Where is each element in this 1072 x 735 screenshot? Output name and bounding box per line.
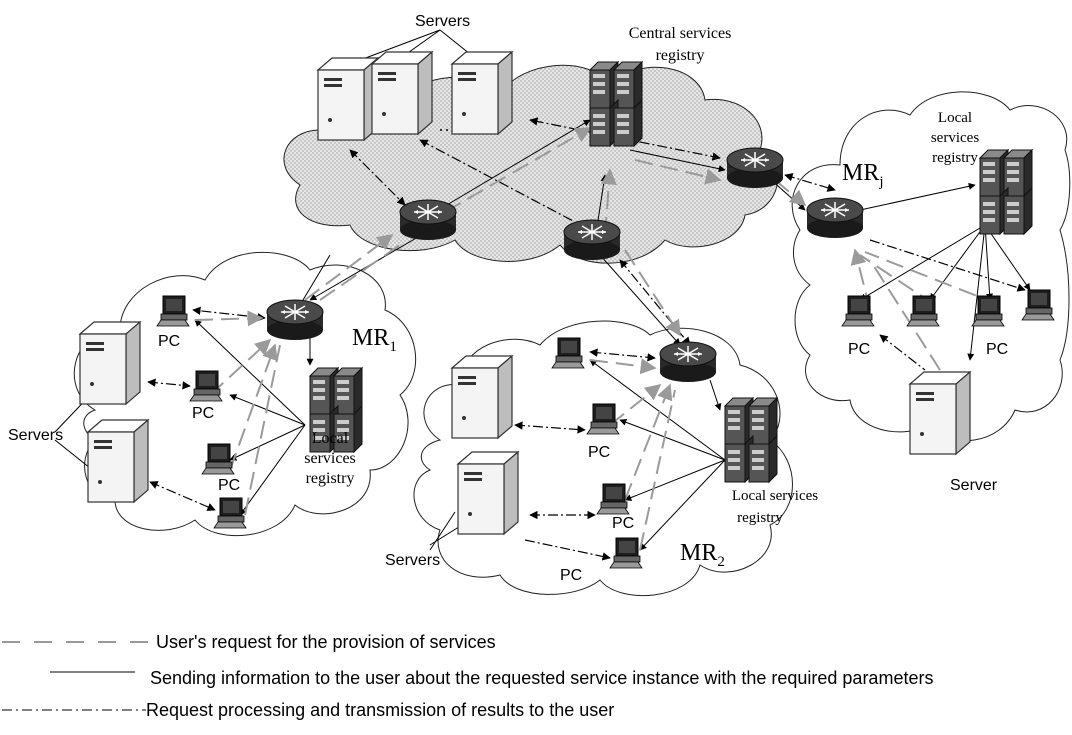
legend-processing-text: Request processing and transmission of r… [146,699,615,720]
pc-label: PC [158,333,180,350]
legend-request: User's request for the provision of serv… [0,630,496,654]
server-mr1-1 [79,321,141,405]
local-registry-left-label-1: Local [312,430,349,447]
legend-sending-swatch [50,671,135,673]
legend: User's request for the provision of serv… [0,620,1072,730]
legend-processing: Request processing and transmission of r… [0,698,614,722]
pc-label: PC [560,567,582,584]
central-registry-label-1: Central services [629,25,732,42]
router-central-left [399,199,457,241]
local-registry-right-label-3: registry [932,150,978,166]
local-registry-mid-label-1: Local services [732,488,818,504]
server-mr2-1 [451,355,513,439]
mr-j-label: MRj [842,160,884,190]
router-mrj [806,197,864,239]
mr-2-label: MR2 [680,540,725,570]
servers-left-label: Servers [8,427,63,444]
server-top-1 [317,57,379,141]
mr-1-label: MR1 [352,325,397,355]
local-registry-right-label-2: services [931,130,979,146]
router-mr1 [266,299,324,341]
server-mr2-2 [457,451,519,535]
pc-label: PC [218,477,240,494]
network-diagram: Servers Central services registry Local … [8,13,1071,597]
servers-bottom-label: Servers [385,552,440,569]
legend-processing-swatch [2,709,146,711]
pc-label: PC [588,444,610,461]
server-top-2 [371,51,433,135]
local-registry-left-label-3: registry [306,470,355,487]
router-central-right [726,147,784,189]
server-mr1-2 [87,419,149,503]
legend-sending-text: Sending information to the user about th… [150,667,934,688]
servers-top-label: Servers [415,13,470,30]
central-registry-label-2: registry [656,47,705,64]
local-registry-mr2 [724,397,778,483]
server-right-label: Server [950,477,998,494]
pc-label: PC [986,341,1008,358]
server-top-3 [451,51,513,135]
local-registry-mid-label-2: registry [737,510,783,526]
central-registry [589,61,643,147]
pc-label: PC [192,405,214,422]
pc-label: PC [848,341,870,358]
router-central-mid [563,219,621,261]
legend-request-text: User's request for the provision of serv… [156,631,496,652]
local-registry-right-label-1: Local [938,110,972,126]
local-registry-left-label-2: services [304,450,356,467]
legend-sending: Sending information to the user about th… [0,666,933,690]
server-mrj [909,371,971,455]
pc-label: PC [612,515,634,532]
router-mr2 [659,341,717,383]
local-registry-mrj [979,149,1033,235]
legend-request-swatch [2,641,148,643]
